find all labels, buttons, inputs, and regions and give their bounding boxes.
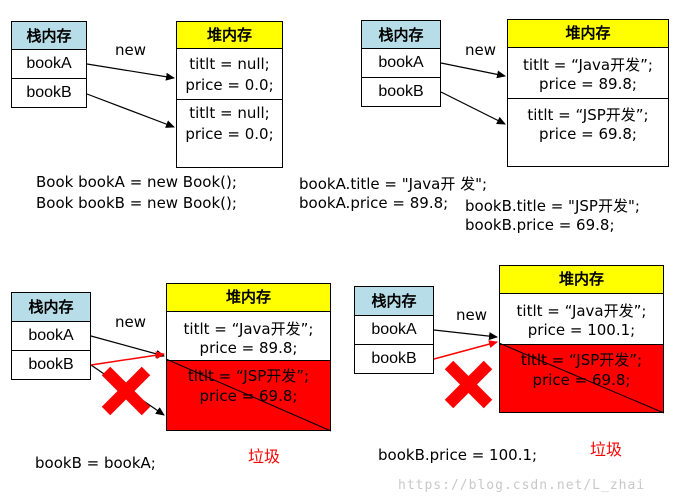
heap-header: 堆内存 xyxy=(176,21,283,49)
garbage-label: 垃圾 xyxy=(590,440,623,459)
code-line: bookB.price = 100.1; xyxy=(378,446,538,464)
new-label: new xyxy=(465,41,497,59)
heap-object-2-price: price = 69.8; xyxy=(539,125,637,143)
code-line: Book bookB = new Book(); xyxy=(36,194,237,212)
cross-icon xyxy=(101,366,151,416)
heap-object-2-price: price = 69.8; xyxy=(199,387,298,405)
code-line: bookB = bookA; xyxy=(35,454,156,472)
pointer-arrow xyxy=(86,63,175,81)
heap-divider xyxy=(508,98,668,99)
stack-var-bookA: bookA xyxy=(11,321,91,351)
heap-object-2-price: price = 69.8; xyxy=(532,371,631,389)
pointer-arrow xyxy=(90,335,165,358)
pointer-arrow xyxy=(86,93,175,128)
heap-object-2-title: titlt = “JSP开发”; xyxy=(527,106,649,124)
watermark: https://blog.csdn.net/L_zhai xyxy=(398,478,646,493)
heap-object-1-price: price = 89.8; xyxy=(539,75,637,93)
heap-object-2-title: titlt = “JSP开发”; xyxy=(187,367,310,385)
garbage-label: 垃圾 xyxy=(248,447,281,466)
code-line: bookB.price = 69.8; xyxy=(465,216,615,234)
code-line: bookB.title = "JSP开发"; xyxy=(465,197,640,215)
new-label: new xyxy=(456,306,488,324)
code-line: bookA.title = "Java开 发"; xyxy=(299,175,488,193)
heap-body: titlt = null; price = 0.0; titlt = null;… xyxy=(176,48,283,168)
heap-object-1-title: titlt = “Java开发”; xyxy=(523,56,653,74)
garbage-strike-line xyxy=(498,342,665,414)
stack-var-bookB: bookB xyxy=(361,77,441,107)
garbage-strike-line xyxy=(165,358,332,432)
new-label: new xyxy=(115,313,147,331)
heap-object-1-price: price = 100.1; xyxy=(527,321,636,339)
pointer-arrow xyxy=(433,329,498,341)
heap-header: 堆内存 xyxy=(166,283,331,312)
heap-body: titlt = “Java开发”; price = 89.8; titlt = … xyxy=(166,311,331,431)
stack-var-bookB: bookB xyxy=(354,344,434,374)
heap-object-1-title: titlt = “Java开发”; xyxy=(183,320,314,338)
heap-object-1-title: titlt = “Java开发”; xyxy=(516,302,647,320)
heap-object-2-title: titlt = null; xyxy=(189,104,270,122)
pointer-arrow-reassigned xyxy=(433,340,498,360)
heap-object-1-title: titlt = null; xyxy=(189,55,270,73)
stack-var-bookA: bookA xyxy=(361,48,441,78)
code-line: Book bookA = new Book(); xyxy=(36,173,237,191)
heap-object-1-price: price = 89.8; xyxy=(199,339,298,357)
pointer-arrow-reassigned xyxy=(90,351,165,366)
heap-header: 堆内存 xyxy=(499,265,664,294)
stack-header: 栈内存 xyxy=(361,20,441,49)
stack-header: 栈内存 xyxy=(354,286,434,316)
heap-object-1-price: price = 0.0; xyxy=(185,76,274,94)
heap-object-2-price: price = 0.0; xyxy=(185,125,274,143)
stack-header: 栈内存 xyxy=(11,292,91,322)
stack-var-bookB: bookB xyxy=(11,78,87,108)
code-line: bookA.price = 89.8; xyxy=(299,194,449,212)
heap-object-2-title: titlt = “JSP开发”; xyxy=(520,351,643,369)
heap-divider xyxy=(177,99,282,100)
pointer-arrow xyxy=(440,91,506,125)
cross-icon xyxy=(444,360,493,409)
new-label: new xyxy=(115,41,147,59)
stack-var-bookB: bookB xyxy=(11,350,91,380)
heap-body: titlt = “Java开发”; price = 89.8; titlt = … xyxy=(507,47,669,167)
stack-header: 栈内存 xyxy=(11,21,87,50)
pointer-arrow xyxy=(440,62,506,79)
